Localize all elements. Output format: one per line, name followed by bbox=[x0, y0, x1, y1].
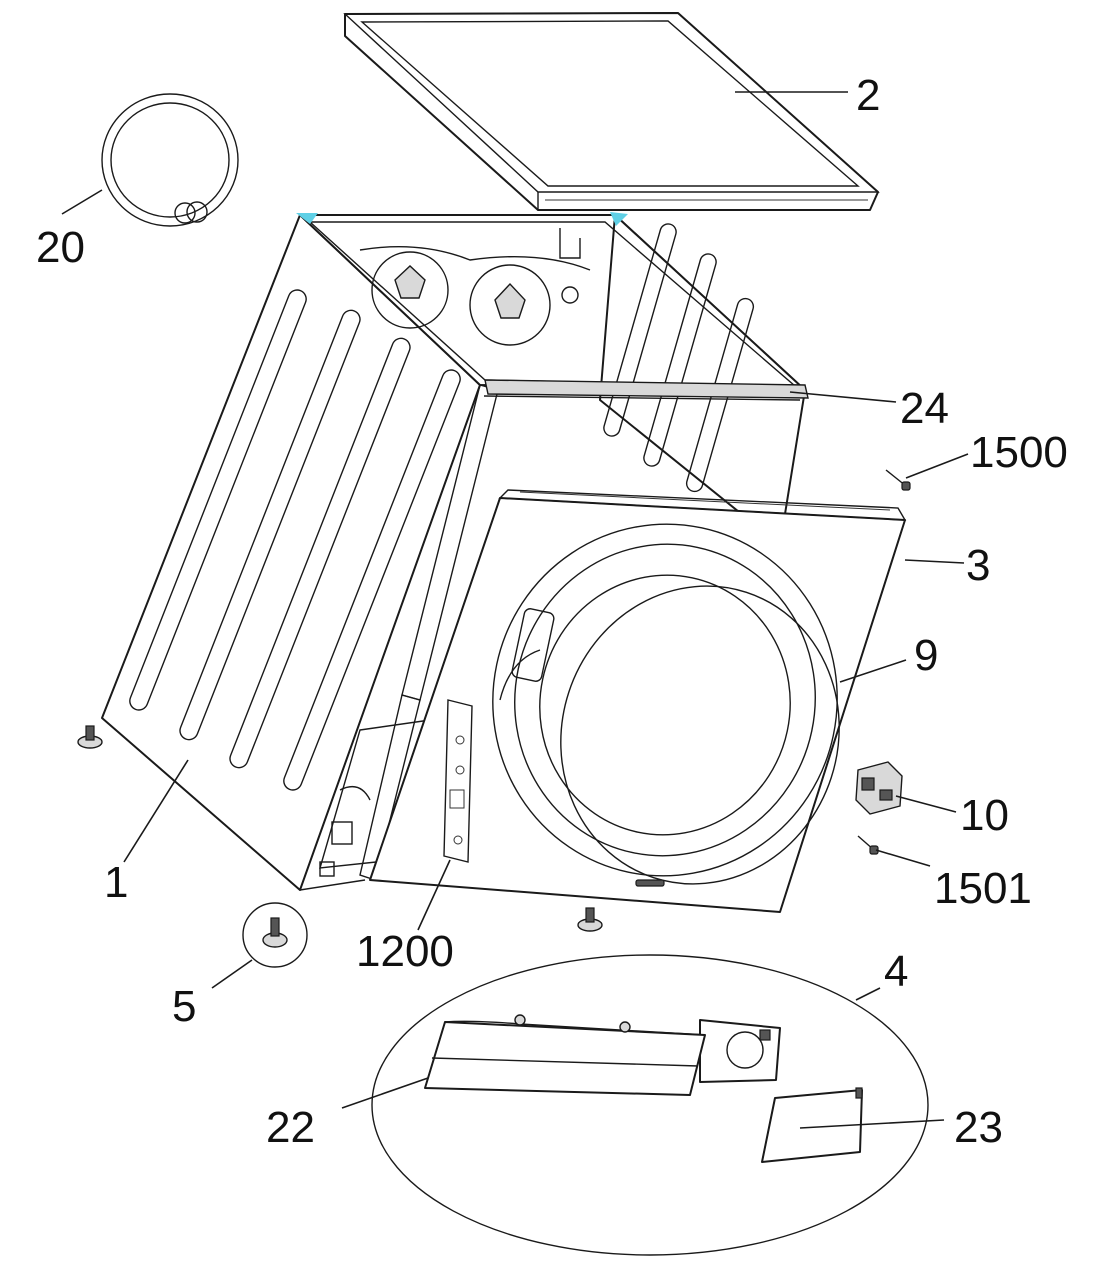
leader-4 bbox=[855, 987, 881, 1001]
callout-labels: 2 20 24 1500 3 9 10 1501 1 1200 5 4 22 2… bbox=[36, 71, 1068, 1152]
leader-9 bbox=[839, 659, 907, 683]
leader-3 bbox=[904, 559, 965, 564]
leader-23 bbox=[799, 1119, 945, 1129]
callout-22: 22 bbox=[266, 1103, 315, 1152]
callout-1200: 1200 bbox=[356, 927, 454, 976]
leader-20 bbox=[61, 189, 103, 215]
callout-1500: 1500 bbox=[970, 428, 1068, 477]
part-9-door-seal bbox=[560, 585, 840, 887]
leader-22 bbox=[341, 1077, 429, 1109]
leader-10 bbox=[895, 795, 957, 813]
callout-9: 9 bbox=[914, 631, 938, 680]
callout-3: 3 bbox=[966, 541, 990, 590]
leader-24 bbox=[789, 391, 897, 403]
leader-1500 bbox=[905, 453, 969, 479]
part-23-drawer-cover bbox=[761, 1087, 863, 1163]
leader-1501 bbox=[875, 849, 931, 867]
leader-1 bbox=[123, 759, 189, 863]
callout-1501: 1501 bbox=[934, 864, 1032, 913]
leader-5 bbox=[211, 959, 253, 989]
part-4-drawer-assembly bbox=[371, 954, 929, 1256]
part-1-cabinet bbox=[101, 212, 806, 891]
callout-1: 1 bbox=[104, 858, 128, 907]
part-3-front-panel bbox=[369, 489, 907, 913]
callout-4: 4 bbox=[884, 947, 908, 996]
callout-5: 5 bbox=[172, 982, 196, 1031]
leader-1200 bbox=[417, 859, 451, 931]
callout-2: 2 bbox=[856, 71, 880, 120]
part-1501-screw bbox=[857, 835, 879, 855]
foot-rear-left bbox=[77, 725, 103, 749]
part-5-foot-detail bbox=[242, 902, 308, 968]
callout-10: 10 bbox=[960, 791, 1009, 840]
foot-front bbox=[577, 907, 603, 932]
part-20-hose-ring bbox=[101, 93, 239, 227]
leader-lines bbox=[61, 91, 969, 1129]
callout-20: 20 bbox=[36, 223, 85, 272]
callout-23: 23 bbox=[954, 1103, 1003, 1152]
part-24-crossbar bbox=[484, 379, 809, 399]
part-10-door-lock bbox=[855, 761, 903, 815]
callout-24: 24 bbox=[900, 384, 949, 433]
part-1500-screw bbox=[885, 469, 911, 491]
part-2-top-lid bbox=[343, 12, 880, 211]
